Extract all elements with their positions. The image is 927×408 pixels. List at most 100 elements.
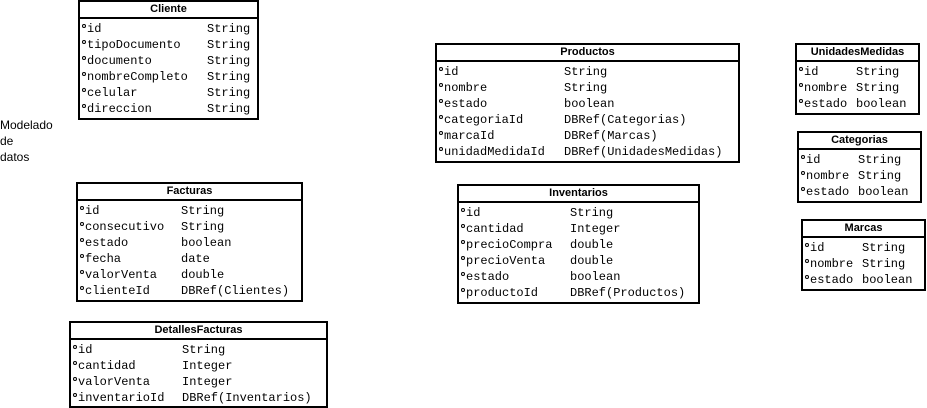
- attribute-bullet-icon: [439, 99, 443, 103]
- attribute-bullet-icon: [801, 171, 805, 175]
- attribute-name: unidadMedidaId: [444, 145, 545, 159]
- attribute-name: cantidad: [466, 222, 524, 236]
- attribute-row: nombre String: [797, 80, 918, 96]
- attribute-bullet-icon: [73, 393, 77, 397]
- attribute-name: tipoDocumento: [87, 38, 181, 52]
- attribute-type: String: [564, 65, 608, 79]
- attribute-name: celular: [87, 86, 138, 100]
- caption-line: datos: [0, 150, 30, 164]
- attribute-type: double: [181, 268, 225, 282]
- attribute-type: String: [564, 81, 608, 95]
- attribute-name: nombre: [804, 81, 848, 95]
- attribute-name: productoId: [466, 286, 539, 300]
- attribute-row: estado boolean: [803, 272, 924, 288]
- attribute-row: tipoDocumento String: [80, 37, 257, 53]
- attribute-bullet-icon: [805, 243, 809, 247]
- attribute-bullet-icon: [801, 155, 805, 159]
- attribute-type: String: [207, 38, 251, 52]
- attribute-name: estado: [85, 236, 129, 250]
- attribute-name: id: [85, 204, 100, 218]
- attribute-name: marcaId: [444, 129, 495, 143]
- attribute-name: id: [806, 153, 821, 167]
- attribute-type: DBRef(UnidadesMedidas): [564, 145, 723, 159]
- attribute-type: boolean: [856, 97, 907, 111]
- attribute-row: estado boolean: [78, 235, 301, 251]
- attribute-row: marcaId DBRef(Marcas): [437, 128, 738, 144]
- entity-title: DetallesFacturas: [71, 323, 326, 340]
- attribute-name: estado: [466, 270, 510, 284]
- attribute-name: nombreCompleto: [87, 70, 188, 84]
- attribute-row: nombre String: [437, 80, 738, 96]
- attribute-name: valorVenta: [78, 375, 151, 389]
- attribute-name: nombre: [444, 81, 488, 95]
- attribute-type: String: [570, 206, 614, 220]
- attribute-bullet-icon: [82, 104, 86, 108]
- attribute-bullet-icon: [805, 275, 809, 279]
- attribute-name: inventarioId: [78, 391, 165, 405]
- attribute-name: id: [804, 65, 819, 79]
- attribute-bullet-icon: [461, 256, 465, 260]
- attribute-name: id: [466, 206, 481, 220]
- attribute-row: nombre String: [799, 168, 920, 184]
- caption-line: Modelado: [0, 118, 53, 132]
- attribute-type: String: [858, 153, 902, 167]
- attribute-type: boolean: [862, 273, 913, 287]
- attribute-type: String: [856, 81, 900, 95]
- attribute-name: nombre: [806, 169, 850, 183]
- attribute-type: String: [858, 169, 902, 183]
- attribute-bullet-icon: [439, 115, 443, 119]
- attribute-bullet-icon: [461, 224, 465, 228]
- attribute-bullet-icon: [461, 272, 465, 276]
- attribute-row: nombreCompleto String: [80, 69, 257, 85]
- attribute-bullet-icon: [439, 83, 443, 87]
- attribute-bullet-icon: [80, 286, 84, 290]
- attribute-name: id: [444, 65, 459, 79]
- attribute-row: cantidad Integer: [71, 358, 326, 374]
- attribute-row: unidadMedidaId DBRef(UnidadesMedidas): [437, 144, 738, 160]
- entity-title: Marcas: [803, 221, 924, 238]
- attribute-name: valorVenta: [85, 268, 158, 282]
- attribute-type: Integer: [182, 359, 233, 373]
- attribute-type: String: [207, 86, 251, 100]
- attribute-type: boolean: [181, 236, 232, 250]
- entity-title: Inventarios: [459, 186, 698, 203]
- attribute-name: estado: [810, 273, 854, 287]
- attribute-row: id String: [459, 205, 698, 221]
- attribute-type: String: [207, 70, 251, 84]
- attribute-type: String: [181, 204, 225, 218]
- attribute-name: clienteId: [85, 284, 150, 298]
- attribute-row: id String: [437, 64, 738, 80]
- attribute-bullet-icon: [80, 270, 84, 274]
- attribute-row: id String: [799, 152, 920, 168]
- attribute-name: cantidad: [78, 359, 136, 373]
- attribute-type: DBRef(Marcas): [564, 129, 658, 143]
- attribute-name: precioCompra: [466, 238, 553, 252]
- attribute-bullet-icon: [799, 99, 803, 103]
- attribute-bullet-icon: [82, 56, 86, 60]
- attribute-type: DBRef(Clientes): [181, 284, 290, 298]
- attribute-bullet-icon: [461, 208, 465, 212]
